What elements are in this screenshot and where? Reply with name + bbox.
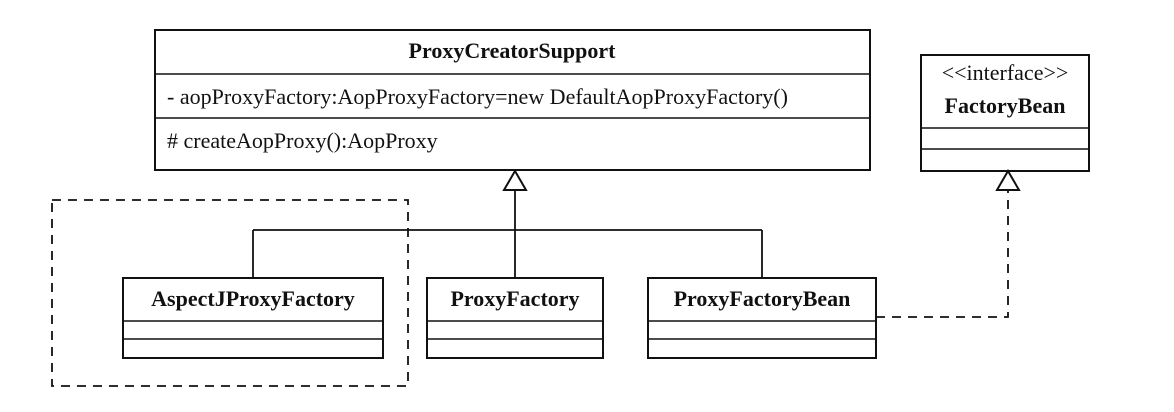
proxy-creator-support-attribute: - aopProxyFactory:AopProxyFactory=new De…: [167, 84, 788, 109]
generalization-connectors: [252, 169, 763, 278]
class-proxy-factory-bean: ProxyFactoryBean: [647, 277, 877, 359]
proxy-factory-name: ProxyFactory: [450, 286, 579, 311]
interface-factory-bean: <<interface>> FactoryBean: [920, 54, 1090, 172]
realization-connector: [876, 169, 1021, 318]
realization-arrowhead: [995, 169, 1021, 191]
factory-bean-stereotype: <<interface>>: [942, 60, 1069, 85]
proxy-creator-support-operation: # createAopProxy():AopProxy: [167, 128, 438, 153]
proxy-creator-support-name: ProxyCreatorSupport: [409, 38, 617, 63]
class-proxy-factory: ProxyFactory: [426, 277, 604, 359]
class-proxy-creator-support: ProxyCreatorSupport - aopProxyFactory:Ao…: [154, 29, 871, 171]
generalization-arrowhead: [502, 169, 528, 191]
factory-bean-name: FactoryBean: [945, 93, 1066, 118]
aspectj-group-frame: [51, 199, 409, 387]
aspectj-proxy-factory-name: AspectJProxyFactory: [151, 286, 355, 311]
proxy-factory-bean-name: ProxyFactoryBean: [674, 286, 851, 311]
class-aspectj-proxy-factory: AspectJProxyFactory: [122, 277, 384, 359]
